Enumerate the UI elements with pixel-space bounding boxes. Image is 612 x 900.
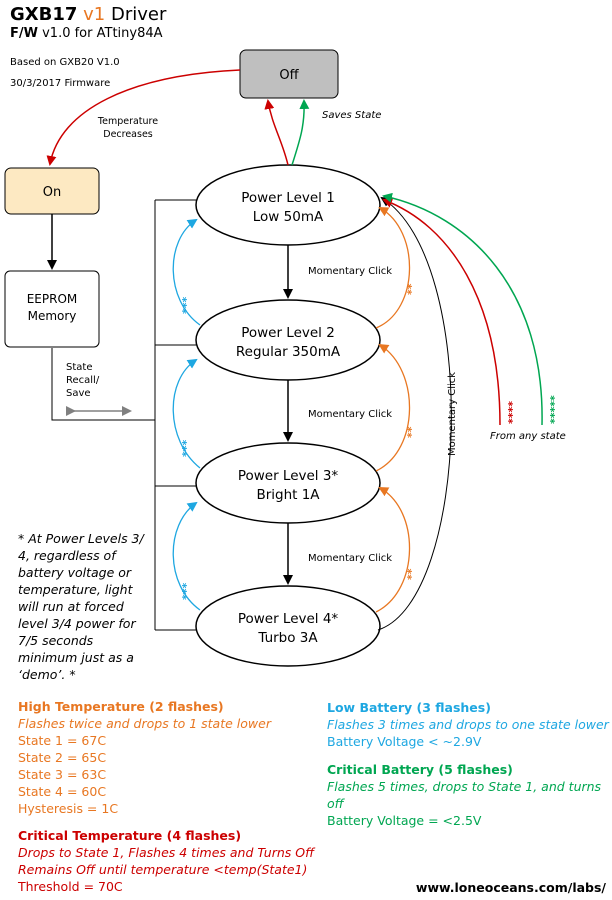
state-bus-lines (51, 199, 197, 631)
power-level-4-node[interactable] (195, 585, 381, 667)
momentary-click-label-2: Momentary Click (308, 409, 392, 420)
blue-marks-1: *** (180, 296, 193, 314)
fw-label: F/W (10, 26, 38, 41)
power-level-2-label: Power Level 2 (241, 325, 335, 341)
temp-decreases-label-2: Decreases (103, 129, 153, 140)
critical-battery-value: Battery Voltage = <2.5V (327, 813, 482, 828)
legend-high-temp: High Temperature (2 flashes) Flashes twi… (18, 698, 271, 817)
legend-critical-battery: Critical Battery (5 flashes) Flashes 5 t… (327, 761, 612, 829)
orange-marks-2: ** (405, 426, 418, 438)
momentary-click-vertical: Momentary Click (447, 372, 458, 456)
eeprom-node (4, 270, 100, 348)
demo-note: * At Power Levels 3/ 4, regardless of ba… (18, 531, 144, 682)
high-temp-value: State 4 = 60C (18, 784, 107, 799)
high-temp-heading: High Temperature (2 flashes) (18, 699, 224, 714)
critical-battery-arrow (382, 192, 543, 426)
critical-temp-arrow (382, 198, 501, 426)
temp-decreases-arrow (46, 69, 241, 166)
from-any-state-label: From any state (490, 431, 566, 442)
power-level-1-sub: Low 50mA (253, 209, 324, 225)
eeprom-label-1: EEPROM (27, 292, 78, 306)
blue-marks-3: *** (180, 582, 193, 600)
momentary-click-label-1: Momentary Click (308, 266, 392, 277)
state-recall-2: Recall/ (66, 375, 100, 386)
fw-rest: v1.0 for ATtiny84A (42, 26, 163, 41)
saves-state-label: Saves State (322, 110, 381, 121)
blue-marks-2: *** (180, 439, 193, 457)
based-on: Based on GXB20 V1.0 (10, 57, 120, 68)
off-to-level1-arrow (291, 99, 310, 166)
power-level-1-label: Power Level 1 (241, 190, 335, 206)
power-level-4-label: Power Level 4* (238, 611, 339, 627)
power-level-3-label: Power Level 3* (238, 468, 339, 484)
eeprom-label-2: Memory (28, 309, 77, 323)
firmware-line: F/W v1.0 for ATtiny84A (10, 26, 163, 41)
power-level-4-sub: Turbo 3A (257, 630, 318, 646)
critical-temp-desc-2: Remains Off until temperature <temp(Stat… (18, 862, 308, 877)
power-level-3-sub: Bright 1A (256, 487, 320, 503)
high-temp-value: Hysteresis = 1C (18, 801, 119, 816)
title-version: v1 (83, 4, 106, 25)
level1-to-off-arrow (264, 99, 289, 166)
high-temp-arrow-4-3 (375, 487, 411, 613)
high-temp-value: State 1 = 67C (18, 733, 107, 748)
critical-temp-desc-1: Drops to State 1, Flashes 4 times and Tu… (18, 845, 315, 860)
title-rest: Driver (111, 4, 167, 25)
state-recall-1: State (66, 362, 93, 373)
off-label: Off (279, 68, 299, 83)
temp-decreases-label-1: Temperature (97, 116, 158, 127)
on-label: On (43, 185, 61, 200)
legend-low-battery: Low Battery (3 flashes) Flashes 3 times … (327, 699, 609, 750)
low-battery-heading: Low Battery (3 flashes) (327, 700, 491, 715)
high-temp-value: State 2 = 65C (18, 750, 107, 765)
diagram-title: GXB17 v1 Driver (10, 4, 166, 25)
orange-marks-3: ** (405, 568, 418, 580)
high-temp-arrow-2-1 (375, 207, 411, 329)
critical-battery-heading: Critical Battery (5 flashes) (327, 762, 513, 777)
state-recall-3: Save (66, 388, 91, 399)
high-temp-arrow-3-2 (375, 343, 411, 472)
low-battery-arrow-4-3 (172, 501, 201, 611)
critical-temp-value: Threshold = 70C (18, 879, 123, 894)
low-battery-desc: Flashes 3 times and drops to one state l… (327, 717, 609, 732)
low-battery-arrow-2-1 (172, 218, 201, 326)
low-battery-arrow-3-2 (172, 358, 201, 469)
low-battery-value: Battery Voltage < ~2.9V (327, 734, 482, 749)
footer-url[interactable]: www.loneoceans.com/labs/ (415, 880, 606, 895)
legend-critical-temp: Critical Temperature (4 flashes) Drops t… (18, 827, 314, 895)
title-model: GXB17 (10, 4, 78, 25)
orange-marks-1: ** (405, 283, 418, 295)
red-marks: **** (506, 401, 519, 424)
high-temp-desc: Flashes twice and drops to 1 state lower (18, 716, 271, 731)
firmware-date: 30/3/2017 Firmware (10, 78, 111, 89)
off-node[interactable] (239, 49, 339, 99)
green-marks: ***** (548, 395, 561, 424)
momentary-click-label-3: Momentary Click (308, 553, 392, 564)
high-temp-value: State 3 = 63C (18, 767, 107, 782)
critical-temp-heading: Critical Temperature (4 flashes) (18, 828, 242, 843)
critical-battery-desc: Flashes 5 times, drops to State 1, and t… (327, 779, 602, 811)
click-arrow-4-1 (377, 196, 452, 631)
power-level-2-sub: Regular 350mA (236, 344, 341, 360)
state-recall-label: State Recall/ Save (66, 361, 99, 400)
